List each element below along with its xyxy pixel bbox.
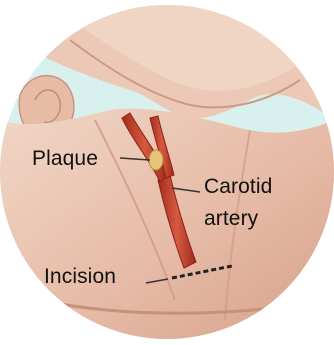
- plaque-deposit: [149, 150, 163, 170]
- carotid-artery-label-line2: artery: [204, 208, 258, 230]
- carotid-artery-label-line1: Carotid: [204, 176, 272, 198]
- incision-label: Incision: [44, 266, 116, 288]
- plaque-label: Plaque: [32, 148, 98, 170]
- neck-shape: [0, 109, 334, 345]
